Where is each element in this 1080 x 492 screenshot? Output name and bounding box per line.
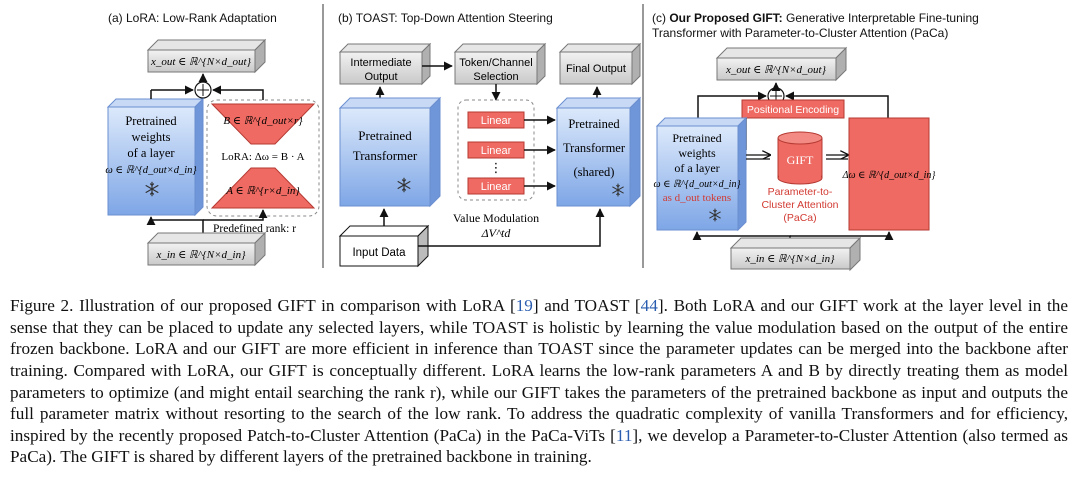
token-selection-box: Token/Channel Selection — [453, 42, 547, 86]
panel-b: (b) TOAST: Top-Down Attention Steering I… — [338, 11, 642, 268]
lora-equation: LoRA: Δω = B · A — [221, 151, 304, 163]
figure-diagram: (a) LoRA: Low-Rank Adaptation x_out ∈ ℝ^… — [105, 4, 979, 272]
linear-layer: Linear — [467, 111, 525, 129]
linear-layer: Linear — [467, 177, 525, 195]
pretrained-line: ω ∈ ℝ^{d_out×d_in} — [654, 179, 741, 190]
panel-c-output-box: x_out ∈ ℝ^{N×d_out} — [715, 46, 848, 82]
pretrained-line: ω ∈ ℝ^{d_out×d_in} — [105, 165, 197, 176]
pretrained-tokens-line: as d_out tokens — [663, 192, 731, 204]
positional-encoding-box: Positional Encoding — [741, 99, 845, 119]
pretrained-line: Pretrained — [125, 114, 177, 128]
panel-a-title: (a) LoRA: Low-Rank Adaptation — [108, 11, 277, 25]
linear-label: Linear — [481, 181, 512, 193]
transformer-line: (shared) — [574, 165, 615, 179]
panel-a-pretrained-box: Pretrained weights of a layer ω ∈ ℝ^{d_o… — [105, 97, 205, 217]
gift-module: GIFT — [777, 131, 823, 185]
final-output-box: Final Output — [558, 42, 642, 86]
transformer-line: Pretrained — [568, 117, 620, 131]
panel-a-B-matrix — [210, 103, 316, 145]
panel-c-title: (c) Our Proposed GIFT: Generative Interp… — [652, 11, 979, 25]
intermediate-line: Output — [364, 71, 397, 83]
panel-c-title-line2: Transformer with Parameter-to-Cluster At… — [652, 26, 948, 40]
delta-omega-label: Δω ∈ ℝ^{d_out×d_in} — [842, 170, 936, 181]
panel-c: (c) Our Proposed GIFT: Generative Interp… — [652, 11, 979, 272]
input-data-box: Input Data — [338, 224, 430, 268]
panel-b-title: (b) TOAST: Top-Down Attention Steering — [338, 11, 553, 25]
panel-c-out-label: x_out ∈ ℝ^{N×d_out} — [725, 64, 827, 76]
paca-line: Parameter-to- — [768, 186, 833, 198]
transformer-line: Transformer — [353, 148, 418, 163]
citation-link[interactable]: 19 — [515, 296, 533, 316]
rank-label: Predefined rank: r — [213, 223, 296, 235]
pretrained-line: Pretrained — [672, 131, 721, 145]
value-modulation-symbol: ΔV^td — [481, 226, 512, 240]
final-output-label: Final Output — [566, 63, 626, 75]
B-label: B ∈ ℝ^{d_out×r} — [223, 115, 303, 127]
transformer-line: Transformer — [563, 141, 626, 155]
pretrained-transformer-shared-box: Pretrained Transformer (shared) — [555, 96, 642, 208]
paca-line: Cluster Attention — [761, 199, 838, 211]
input-data-label: Input Data — [352, 247, 406, 259]
linear-label: Linear — [481, 115, 512, 127]
caption-text: ], we develop a Parameter-to-Cluster Att… — [10, 425, 1068, 467]
intermediate-output-box: Intermediate Output — [338, 42, 432, 86]
linear-label: Linear — [481, 145, 512, 157]
caption-text: Figure 2. Illustration of our proposed G… — [10, 296, 516, 316]
pretrained-line: weights — [132, 130, 171, 144]
citation-link[interactable]: 44 — [640, 296, 658, 316]
pretrained-transformer-box: Pretrained Transformer — [338, 96, 442, 208]
value-modulation-label: Value Modulation — [453, 211, 539, 225]
panel-a-out-label: x_out ∈ ℝ^{N×d_out} — [150, 56, 252, 68]
pretrained-line: of a layer — [127, 146, 175, 160]
figure-caption: Figure 2. Illustration of our proposed G… — [10, 295, 1068, 468]
gift-label: GIFT — [787, 153, 814, 167]
panel-a-output-box: x_out ∈ ℝ^{N×d_out} — [146, 38, 267, 74]
caption-text: ] and TOAST [ — [532, 296, 641, 316]
pretrained-line: weights — [678, 146, 716, 160]
token-selection-line: Token/Channel — [459, 57, 532, 69]
transformer-line: Pretrained — [358, 128, 412, 143]
panel-c-in-label: x_in ∈ ℝ^{N×d_in} — [744, 253, 835, 265]
panel-a-A-matrix — [210, 167, 316, 209]
token-selection-line: Selection — [473, 71, 518, 83]
citation-link[interactable]: 11 — [615, 425, 633, 445]
panel-a-input-box: x_in ∈ ℝ^{N×d_in} — [146, 231, 267, 267]
linear-layer: Linear — [467, 141, 525, 159]
intermediate-line: Intermediate — [350, 57, 411, 69]
panel-a-in-label: x_in ∈ ℝ^{N×d_in} — [155, 249, 246, 261]
ellipsis: ⋮ — [490, 160, 503, 175]
A-label: A ∈ ℝ^{r×d_in} — [225, 185, 300, 197]
caption-text: ]. Both LoRA and our GIFT work at the la… — [10, 296, 1069, 445]
panel-a: (a) LoRA: Low-Rank Adaptation x_out ∈ ℝ^… — [105, 11, 320, 267]
paca-line: (PaCa) — [783, 212, 816, 224]
panel-c-pretrained-box: Pretrained weights of a layer ω ∈ ℝ^{d_o… — [654, 116, 748, 232]
positional-encoding-label: Positional Encoding — [747, 104, 839, 116]
pretrained-line: of a layer — [674, 161, 719, 175]
delta-omega-box: Δω ∈ ℝ^{d_out×d_in} — [842, 117, 936, 231]
panel-c-input-box: x_in ∈ ℝ^{N×d_in} — [729, 236, 862, 272]
